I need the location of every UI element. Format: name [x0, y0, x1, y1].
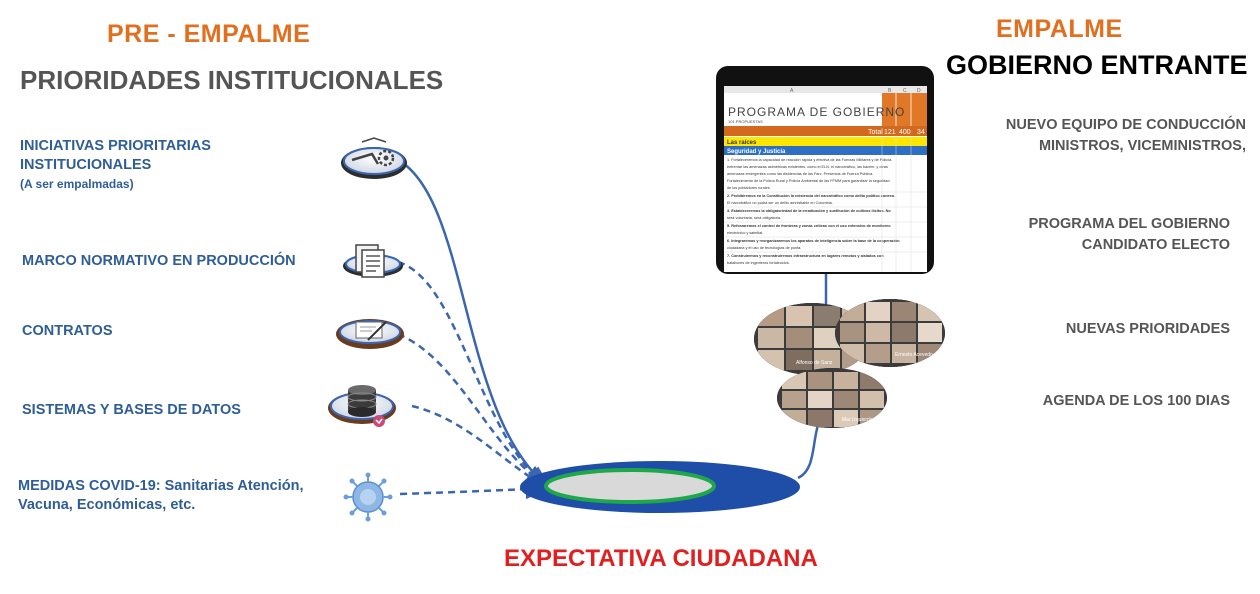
sheet-row: ciudadana y el uso de tecnologías de pun… [727, 246, 801, 250]
sheet-section-1: Las raíces [727, 140, 757, 146]
virus-icon [343, 472, 393, 522]
sheet-row: El narcotráfico no podrá ser un delito a… [727, 201, 833, 205]
right-item-line1: PROGRAMA DEL GOBIERNO [1028, 216, 1230, 232]
video-label-1: Alfonso de Sanz [796, 360, 833, 366]
left-item-line1: INICIATIVAS PRIORITARIAS [20, 138, 211, 154]
sheet-col-a: A [790, 88, 794, 94]
right-item-nuevo-equipo: NUEVO EQUIPO DE CONDUCCIÓN MINISTROS, VI… [1006, 115, 1246, 157]
sheet-row: amenazas emergentes como las disidencias… [727, 172, 873, 176]
video-label-2: Ernesto Acevedo [895, 352, 933, 358]
documents-icon [343, 244, 403, 278]
right-item-line1: NUEVO EQUIPO DE CONDUCCIÓN [1005, 117, 1246, 133]
sheet-row: 3. Estableceremos la obligatoriedad de l… [727, 209, 891, 213]
connector-marco [397, 260, 551, 489]
left-item-line2: INSTITUCIONALES [20, 157, 152, 173]
contract-pen-icon [336, 319, 404, 349]
database-icon [328, 385, 396, 427]
empalme-title: EMPALME [996, 15, 1123, 43]
left-item-line2: Vacuna, Económicas, etc. [18, 497, 196, 513]
right-item-line1: AGENDA DE LOS 100 DIAS [1042, 393, 1230, 409]
right-item-line1: NUEVAS PRIORIDADES [1065, 321, 1230, 337]
sheet-row: 1. Fortaleceremos la capacidad de reacci… [727, 158, 892, 162]
sheet-row: 5. Reforzaremos el control de fronteras … [727, 224, 891, 228]
spreadsheet-thumbnail: A B C D PROGRAMA DE GOBIERNO 101 PROPUES… [716, 66, 934, 274]
video-label-3: Mar Izquierdo [842, 417, 873, 423]
pre-empalme-title: PRE - EMPALME [107, 20, 311, 48]
sheet-subtitle: 101 PROPUESTAS [728, 119, 763, 124]
sheet-total-3: 34 [917, 129, 925, 136]
right-item-line2: CANDIDATO ELECTO [1081, 237, 1230, 253]
sheet-row: electrónico y satelital. [727, 231, 763, 235]
sheet-total-1: 121 [884, 129, 896, 136]
left-item-iniciativas: INICIATIVAS PRIORITARIAS INSTITUCIONALES… [20, 137, 211, 194]
sheet-row: batallones de ingenieros fortalecidos. [727, 261, 790, 265]
sheet-total-label: Total [868, 129, 883, 136]
right-item-programa: PROGRAMA DEL GOBIERNO CANDIDATO ELECTO [1029, 214, 1230, 256]
sheet-col-b: B [888, 88, 892, 94]
sheet-row: enfrentar las amenazas asimétricas exist… [727, 165, 888, 169]
sheet-row: de los pobladores rurales. [727, 186, 771, 190]
sheet-col-c: C [903, 88, 907, 94]
sheet-total-2: 400 [899, 129, 911, 136]
sheet-row: será voluntaria, será obligatoria. [727, 216, 781, 220]
left-item-line1: CONTRATOS [22, 323, 113, 339]
prioridades-subtitle: PRIORIDADES INSTITUCIONALES [20, 65, 444, 95]
gobierno-entrante-subtitle: GOBIERNO ENTRANTE [946, 50, 1248, 80]
left-item-line1: MARCO NORMATIVO EN PRODUCCIÓN [22, 253, 296, 269]
left-item-sistemas: SISTEMAS Y BASES DE DATOS [22, 401, 241, 420]
left-item-line1: MEDIDAS COVID-19: Sanitarias Atención, [18, 478, 304, 494]
gears-icon [341, 137, 407, 179]
left-item-line1: SISTEMAS Y BASES DE DATOS [22, 402, 241, 418]
sheet-row: Fortalecimiento de la Policía Rural y Po… [727, 179, 890, 183]
left-item-sub: (A ser empalmadas) [20, 177, 134, 191]
right-item-nuevas-prioridades: NUEVAS PRIORIDADES [1066, 319, 1230, 340]
central-ellipse [520, 461, 800, 513]
left-item-contratos: CONTRATOS [22, 322, 113, 341]
sheet-row: 7. Construiremos y reconstruiremos infra… [727, 254, 884, 258]
right-item-agenda: AGENDA DE LOS 100 DIAS [1043, 391, 1230, 412]
connector-iniciativas [397, 158, 552, 490]
video-call-thumbnails: Alfonso de Sanz Ernesto Acevedo Mar Izqu… [754, 299, 945, 428]
expectativa-ciudadana-label: EXPECTATIVA CIUDADANA [504, 545, 818, 572]
sheet-row: 2. Prohibiremos en la Constitución la ex… [727, 194, 895, 198]
connector-contratos [397, 332, 551, 489]
sheet-title: PROGRAMA DE GOBIERNO [728, 105, 905, 119]
connector-right [797, 424, 820, 480]
connector-sistemas [411, 404, 551, 489]
sheet-col-d: D [917, 88, 921, 94]
right-item-line2: MINISTROS, VICEMINISTROS, [1038, 138, 1246, 154]
sheet-section-2: Seguridad y Justicia [727, 149, 786, 155]
sheet-rows: 1. Fortaleceremos la capacidad de reacci… [727, 158, 900, 265]
left-item-marco-normativo: MARCO NORMATIVO EN PRODUCCIÓN [22, 252, 296, 271]
sheet-row: 6. Integraremos y reorganizaremos los ap… [727, 239, 900, 243]
left-item-covid: MEDIDAS COVID-19: Sanitarias Atención, V… [18, 477, 304, 515]
